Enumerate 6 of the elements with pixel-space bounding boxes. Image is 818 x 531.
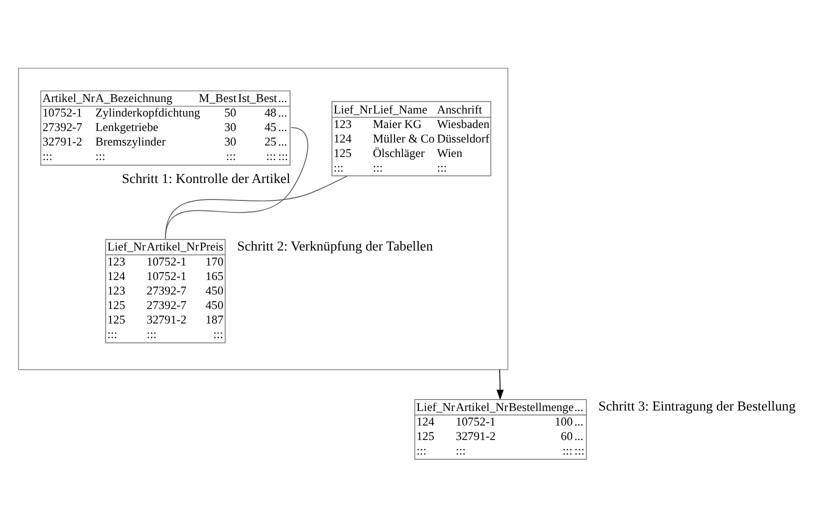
- cluster: [18, 68, 508, 370]
- node-label: Schritt 2: Verknüpfung der Tabellen: [237, 238, 433, 254]
- arrow: [496, 369, 504, 400]
- connector: [165, 127, 308, 240]
- node-label: Schritt 3: Eintragung der Bestellung: [598, 398, 796, 414]
- node-label: Schritt 1: Kontrolle der Artikel: [122, 170, 290, 186]
